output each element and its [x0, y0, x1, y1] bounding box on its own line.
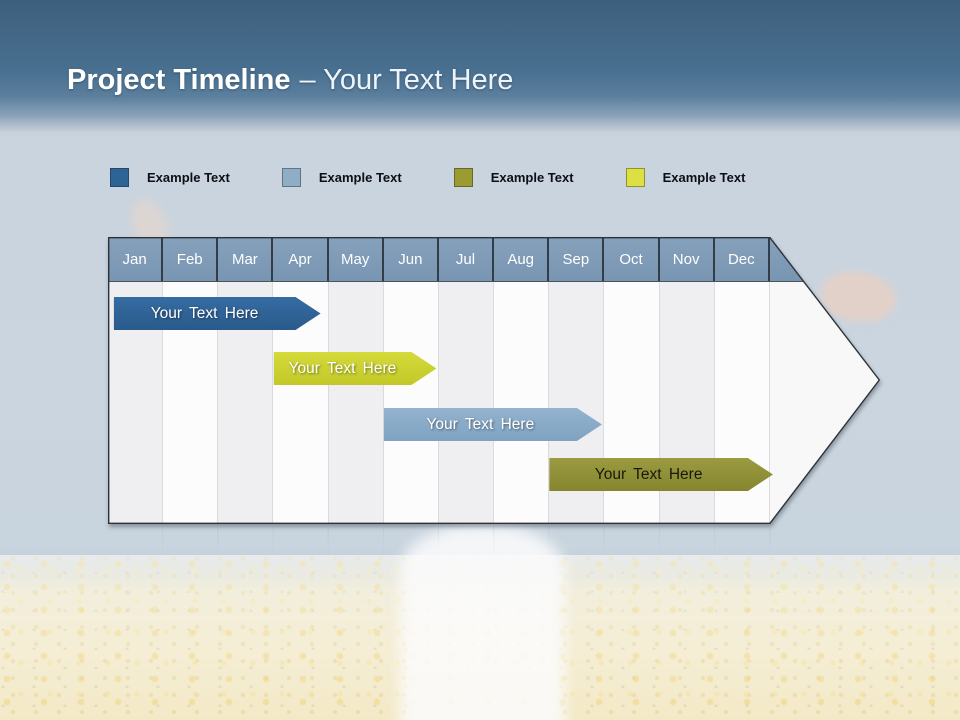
month-cell-sep: Sep: [549, 237, 605, 281]
legend-item-2: Example Text: [281, 168, 402, 187]
legend-swatch-icon: [453, 168, 473, 187]
column-stripe-may: [328, 282, 384, 523]
legend-swatch-icon: [281, 168, 301, 187]
page-title: Project Timeline – Your Text Here: [67, 58, 513, 102]
legend-swatch-icon: [110, 168, 129, 187]
legend-label: Example Text: [318, 170, 402, 185]
background-person: [400, 525, 565, 720]
month-cell-jul: Jul: [439, 237, 495, 281]
month-cell-dec: Dec: [715, 237, 770, 281]
column-stripe-jun: [383, 282, 439, 523]
chart-reflection: [108, 527, 772, 557]
legend: Example Text Example Text Example Text Exam…: [110, 168, 797, 187]
month-cell-jun: Jun: [384, 237, 439, 281]
timeline-bar-1: Your Text Here: [113, 297, 321, 330]
legend-label: Example Text: [490, 170, 574, 185]
column-stripe-aug: [494, 282, 550, 523]
legend-label: Example Text: [147, 170, 230, 185]
month-cell-jan: Jan: [108, 237, 164, 281]
timeline-bar-3: Your Text Here: [383, 408, 602, 441]
legend-swatch-icon: [625, 168, 645, 187]
month-cell-nov: Nov: [660, 237, 715, 281]
month-cell-mar: Mar: [218, 237, 274, 281]
timeline-bar-4: Your Text Here: [549, 458, 773, 491]
month-cell-aug: Aug: [494, 237, 550, 281]
month-cell-may: May: [329, 237, 384, 281]
legend-item-1: Example Text: [110, 168, 230, 187]
column-stripe-jul: [438, 282, 495, 523]
month-cell-oct: Oct: [604, 237, 660, 281]
month-cell-apr: Apr: [273, 237, 329, 281]
title-band: [0, 0, 960, 138]
legend-item-3: Example Text: [453, 168, 574, 187]
legend-item-4: Example Text: [625, 168, 746, 187]
timeline-bar-2: Your Text Here: [273, 352, 437, 385]
page-title-subtitle: – Your Text Here: [299, 63, 514, 96]
legend-label: Example Text: [662, 170, 746, 185]
page-title-bold: Project Timeline: [67, 63, 291, 96]
month-cell-feb: Feb: [163, 237, 219, 281]
